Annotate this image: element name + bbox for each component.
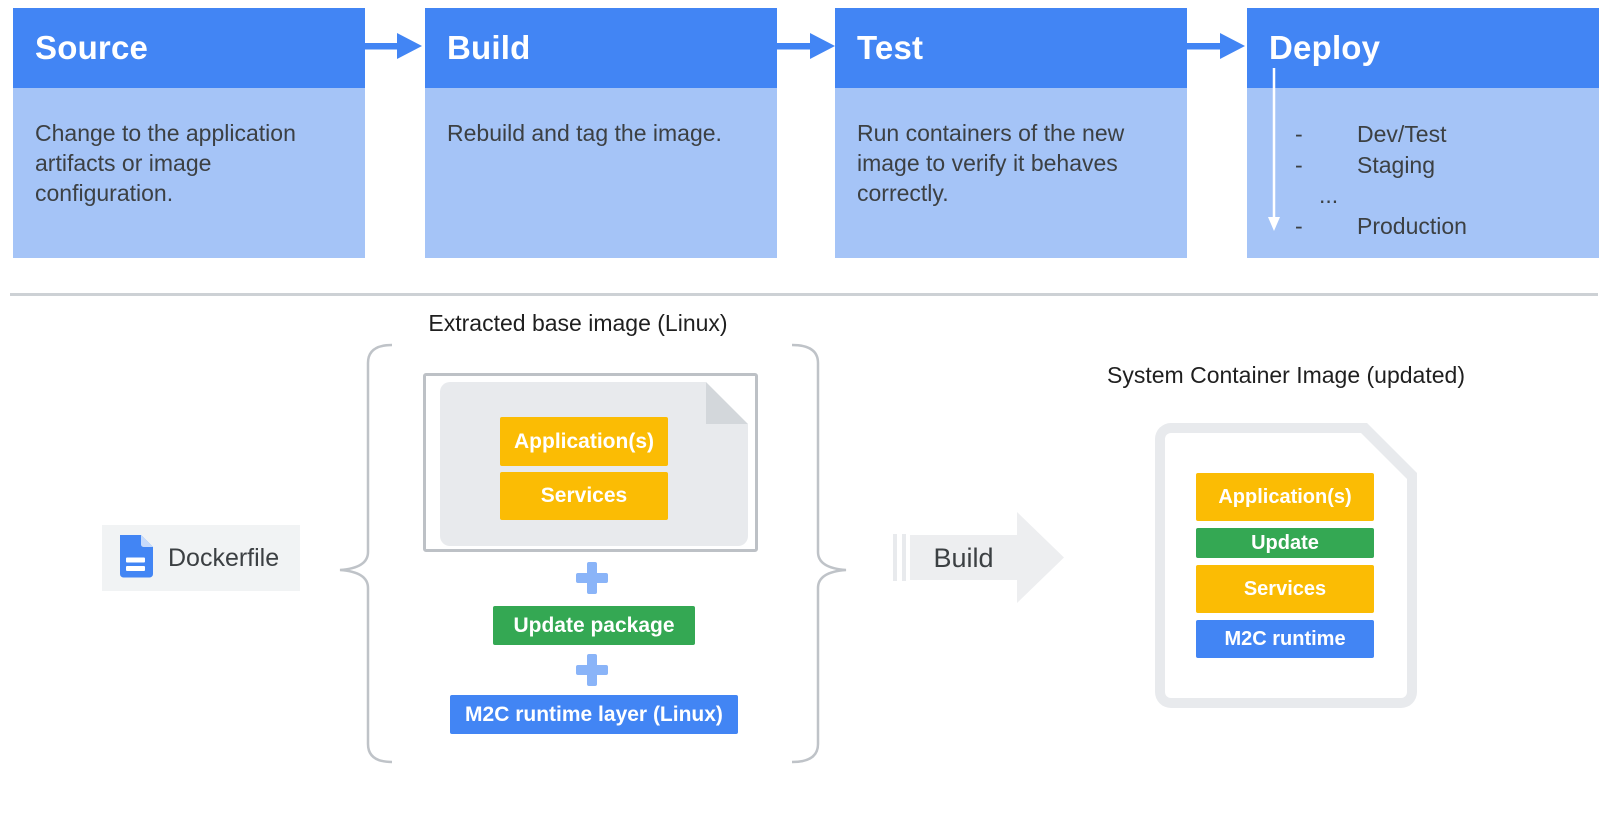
stage-description-source: Change to the application artifacts or i… [13, 88, 365, 258]
stage-card-test: Test Run containers of the new image to … [835, 8, 1187, 258]
deploy-environment-list: - Dev/Test - Staging ... - Production [1295, 118, 1467, 241]
layer-applications: Application(s) [1196, 473, 1374, 521]
deploy-env-label: Staging [1357, 151, 1436, 178]
right-arrow-icon [364, 33, 422, 64]
section-divider [10, 293, 1598, 296]
system-container-title: System Container Image (updated) [1107, 362, 1465, 388]
grouping-braces [330, 340, 860, 775]
document-icon [115, 533, 155, 584]
dockerfile-label: Dockerfile [168, 543, 280, 572]
build-arrow-label: Build [933, 542, 994, 573]
right-arrow-icon [777, 33, 835, 64]
arrow-speed-line [902, 534, 906, 581]
stage-title-test: Test [835, 8, 1187, 88]
right-arrow-icon [1187, 33, 1245, 64]
list-item: - Staging [1295, 149, 1467, 180]
base-image-title: Extracted base image (Linux) [428, 310, 728, 336]
layer-services: Services [500, 472, 668, 520]
stage-card-build: Build Rebuild and tag the image. [425, 8, 777, 258]
stage-title-source: Source [13, 8, 365, 88]
dockerfile-chip: Dockerfile [102, 525, 300, 591]
deploy-env-label: ... [1319, 182, 1339, 208]
layer-applications: Application(s) [500, 417, 668, 466]
deploy-environments: - Dev/Test - Staging ... - Production [1247, 68, 1599, 258]
plus-icon [576, 654, 608, 686]
layer-update: Update [1196, 528, 1374, 558]
list-item: - Dev/Test [1295, 118, 1467, 149]
arrow-speed-line [893, 534, 897, 581]
list-item: - Production [1295, 210, 1467, 241]
layer-services: Services [1196, 565, 1374, 613]
stage-title-build: Build [425, 8, 777, 88]
list-item: ... [1295, 180, 1467, 210]
stage-description-test: Run containers of the new image to verif… [835, 88, 1187, 258]
plus-icon [576, 562, 608, 594]
down-arrow-icon [1267, 68, 1281, 239]
list-bullet: - [1295, 120, 1303, 147]
layer-update-package: Update package [493, 606, 695, 645]
stage-card-source: Source Change to the application artifac… [13, 8, 365, 258]
stage-title-deploy: Deploy [1247, 8, 1599, 88]
list-bullet: - [1295, 212, 1303, 239]
list-bullet: - [1295, 151, 1303, 178]
layer-m2c-runtime: M2C runtime layer (Linux) [450, 695, 738, 734]
stage-description-build: Rebuild and tag the image. [425, 88, 777, 258]
deploy-env-label: Dev/Test [1357, 120, 1447, 147]
build-arrow-icon [910, 512, 1066, 608]
deploy-env-label: Production [1357, 212, 1467, 239]
stage-card-deploy: Deploy - Dev/Test - Staging [1247, 8, 1599, 258]
layer-m2c-runtime: M2C runtime [1196, 620, 1374, 658]
